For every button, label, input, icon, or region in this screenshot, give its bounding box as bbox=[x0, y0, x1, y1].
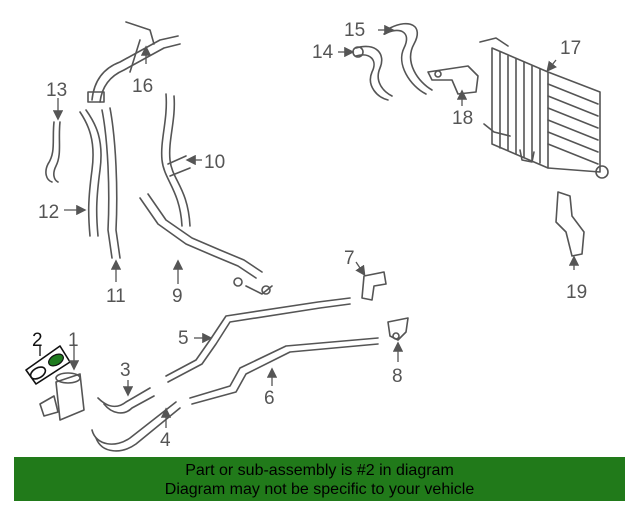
callout-5: 5 bbox=[178, 328, 189, 349]
hose-part-4[interactable] bbox=[91, 401, 181, 452]
oil-cooler-part-1[interactable] bbox=[39, 372, 85, 421]
callout-2: 2 bbox=[32, 330, 43, 351]
callout-11: 11 bbox=[106, 286, 126, 307]
callout-8: 8 bbox=[392, 366, 403, 387]
callout-18: 18 bbox=[452, 108, 473, 129]
hose-part-14[interactable] bbox=[352, 45, 393, 101]
hose-part-3[interactable] bbox=[97, 387, 155, 414]
hose-part-12[interactable] bbox=[79, 109, 102, 237]
hose-part-10[interactable] bbox=[160, 93, 191, 227]
bracket-part-19[interactable] bbox=[555, 191, 585, 257]
callout-14: 14 bbox=[312, 42, 334, 63]
hose-part-13[interactable] bbox=[45, 121, 61, 183]
tube-part-5[interactable] bbox=[165, 297, 351, 383]
callout-6: 6 bbox=[264, 388, 275, 409]
banner-line-2: Diagram may not be specific to your vehi… bbox=[164, 481, 475, 498]
callout-7: 7 bbox=[344, 248, 355, 269]
tube-part-9[interactable] bbox=[139, 193, 273, 295]
callout-9: 9 bbox=[172, 286, 183, 307]
callout-19: 19 bbox=[566, 282, 587, 303]
highlight-marker bbox=[48, 353, 64, 367]
tube-part-6[interactable] bbox=[189, 337, 379, 405]
fitting-part-8[interactable] bbox=[387, 317, 409, 341]
leader-lines bbox=[39, 24, 580, 428]
bracket-part-18[interactable] bbox=[427, 65, 479, 95]
pipe-part-11[interactable] bbox=[101, 107, 121, 259]
info-banner: Part or sub-assembly is #2 in diagram Di… bbox=[14, 457, 625, 501]
callout-12: 12 bbox=[38, 202, 59, 223]
callout-labels: 2 1 3 4 5 6 7 8 9 10 11 12 13 14 15 16 1… bbox=[32, 20, 587, 451]
o-ring-part-2[interactable] bbox=[25, 345, 71, 385]
callout-16: 16 bbox=[132, 76, 153, 97]
callout-10: 10 bbox=[204, 152, 225, 173]
banner-line-1: Part or sub-assembly is #2 in diagram bbox=[185, 462, 454, 479]
callout-1: 1 bbox=[68, 330, 79, 351]
callout-3: 3 bbox=[120, 360, 131, 381]
hose-part-7[interactable] bbox=[361, 271, 387, 301]
oil-cooler-part-17[interactable] bbox=[479, 37, 609, 179]
callout-13: 13 bbox=[46, 80, 67, 101]
hose-part-15[interactable] bbox=[383, 22, 433, 95]
callout-15: 15 bbox=[344, 20, 365, 41]
callout-17: 17 bbox=[560, 38, 581, 59]
callout-4: 4 bbox=[160, 430, 171, 451]
pipe-part-16[interactable] bbox=[87, 21, 181, 103]
